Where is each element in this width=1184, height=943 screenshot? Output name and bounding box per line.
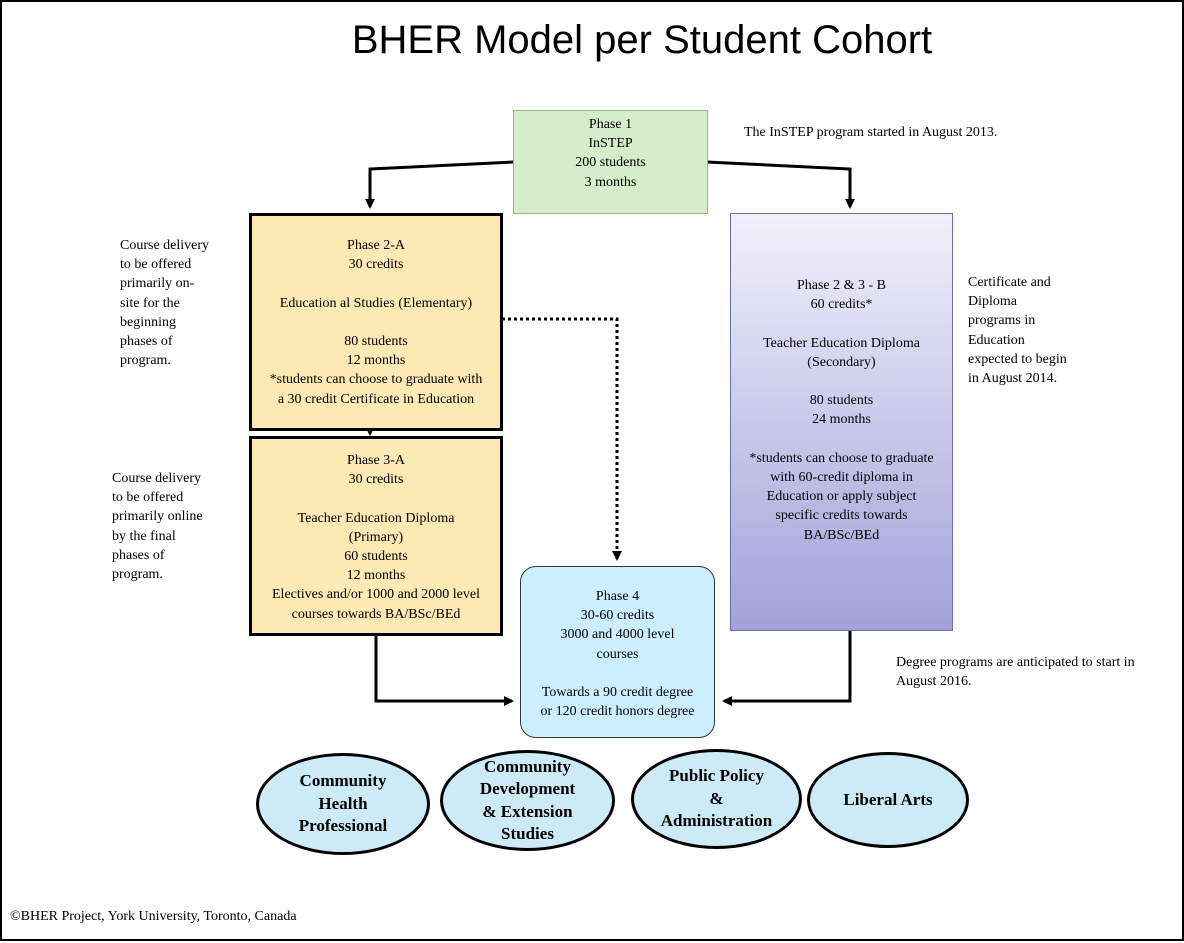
copyright-notice: ©BHER Project, York University, Toronto,… [10,909,297,924]
page-title: BHER Model per Student Cohort [351,18,933,62]
arrow-phase2a-to-phase4-dotted [502,317,622,561]
phase4-degree-line2: or 120 credit honors degree [540,704,695,720]
phase4-levels: 3000 and 4000 level [560,627,675,643]
phase1-box: Phase 1 InSTEP 200 students 3 months [513,110,708,214]
note-onsite-line: to be offered [120,257,192,273]
note-online-delivery: Course delivery to be offered primarily … [112,469,203,584]
phase1-duration: 3 months [584,174,637,190]
note-certificate-line: Certificate and [968,275,1051,290]
phase3a-electives-line2: courses towards BA/BSc/BEd [291,606,461,622]
oval-community-health: Community Health Professional [256,753,430,855]
note-onsite-delivery: Course delivery to be offered primarily … [120,236,209,370]
arrow-phase23b-to-phase4 [722,630,852,706]
phase4-label: Phase 4 [595,589,640,604]
phase3a-students: 60 students [344,549,408,564]
note-onsite-line: beginning [120,314,176,330]
note-certificate-line: expected to begin [968,351,1067,367]
note-onsite-line: site for the [120,295,180,311]
oval-text-line: Public Policy [669,766,764,786]
phase3a-program: Teacher Education Diploma [297,510,455,526]
note-online-line: Course delivery [112,471,202,486]
note-degree-line: Degree programs are anticipated to start… [896,655,1135,670]
arrow-phase3a-to-phase4 [374,635,514,706]
phase2a-program: Education al Studies (Elementary) [279,295,473,311]
oval-public-policy: Public Policy & Administration [631,749,802,849]
phase2a-duration: 12 months [346,353,406,369]
oval-text-line: & [709,788,724,808]
phase23b-note-line5: BA/BSc/BEd [803,527,880,543]
note-certificate-line: programs in [968,313,1036,329]
oval-text-line: Community [484,756,571,776]
phase23b-box: Phase 2 & 3 - B 60 credits* Teacher Educ… [730,213,953,631]
phase3a-program-track: (Primary) [348,529,404,545]
arrow-phase1-to-phase2a [365,160,515,209]
oval-text-line: Professional [298,816,388,836]
note-instep-start: The InSTEP program started in August 201… [744,125,998,140]
note-certificate-line: Education [968,332,1025,348]
phase3a-box: Phase 3-A 30 credits Teacher Education D… [249,436,503,636]
phase23b-note-line2: with 60-credit diploma in [770,469,913,485]
phase3a-electives-line1: Electives and/or 1000 and 2000 level [272,587,480,603]
phase1-students: 200 students [575,155,646,171]
phase2a-students: 80 students [344,333,408,349]
phase2a-label: Phase 2-A [347,238,405,253]
phase2a-box: Phase 2-A 30 credits Education al Studie… [249,213,503,431]
phase23b-program-track: (Secondary) [807,354,876,370]
oval-text-line: Community [299,771,387,791]
phase23b-note-line1: *students can choose to graduate [749,450,934,466]
oval-text-line: & Extension [482,801,573,821]
note-onsite-line: program. [120,353,171,369]
phase4-box: Phase 4 30-60 credits 3000 and 4000 leve… [520,566,715,738]
phase4-credits: 30-60 credits [580,608,655,624]
phase2a-note-line1: *students can choose to graduate with [269,372,483,388]
note-certificate-line: Diploma [968,294,1017,310]
note-onsite-line: Course delivery [120,238,210,253]
note-online-line: to be offered [112,490,184,506]
phase1-label: Phase 1 [588,117,633,132]
phase23b-note-line4: specific credits towards [775,508,908,524]
oval-text-line: Development [479,779,576,798]
note-onsite-line: phases of [120,334,173,350]
phase2a-credits: 30 credits [348,257,404,273]
oval-text-line: Health [318,793,368,813]
phase23b-note-line3: Education or apply subject [766,489,917,505]
phase23b-students: 80 students [809,393,874,409]
oval-community-development: Community Development & Extension Studie… [440,750,615,851]
arrow-phase1-to-phase23b [706,160,855,209]
oval-text-line: Liberal Arts [843,789,933,809]
phase3a-credits: 30 credits [348,472,404,488]
oval-text-line: Administration [660,811,773,831]
note-degree-line: August 2016. [896,674,972,690]
phase4-courses: courses [596,646,639,662]
oval-text-line: Studies [501,824,554,843]
oval-liberal-arts: Liberal Arts [807,752,969,848]
phase23b-program: Teacher Education Diploma [763,335,920,351]
note-online-line: primarily online [112,509,203,525]
note-onsite-line: primarily on- [120,276,195,292]
phase23b-credits: 60 credits* [810,297,873,313]
phase1-name: InSTEP [588,136,633,152]
note-online-line: by the final [112,528,176,544]
note-online-line: program. [112,567,163,583]
phase2a-note-line2: a 30 credit Certificate in Education [277,391,475,407]
note-online-line: phases of [112,547,165,563]
phase23b-duration: 24 months [812,412,871,428]
note-certificate-line: in August 2014. [968,371,1058,387]
phase3a-duration: 12 months [346,568,406,584]
phase23b-label: Phase 2 & 3 - B [796,278,887,293]
note-degree-programs: Degree programs are anticipated to start… [896,653,1135,691]
note-certificate-diploma: Certificate and Diploma programs in Educ… [968,273,1067,388]
phase3a-label: Phase 3-A [347,453,405,468]
phase4-degree-line1: Towards a 90 credit degree [541,685,694,700]
